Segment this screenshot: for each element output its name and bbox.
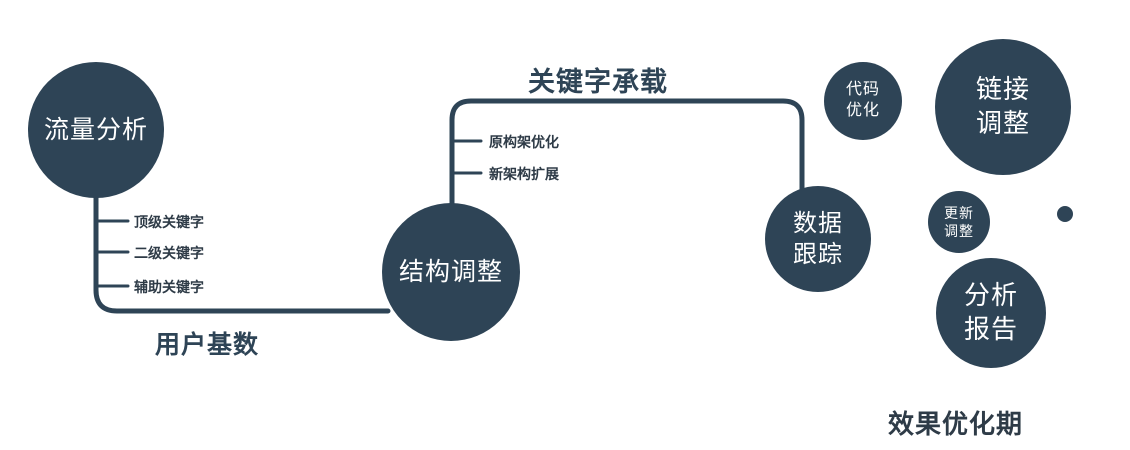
node-update-adjustment: 更新 调整 — [928, 191, 990, 253]
node-analysis-report: 分析 报告 — [936, 258, 1046, 368]
dot-marker — [1057, 206, 1073, 222]
edge-label-user-base: 用户基数 — [155, 331, 260, 359]
branch-label-auxiliary-keywords: 辅助关键字 — [134, 279, 204, 295]
node-code-optimization: 代码 优化 — [824, 62, 902, 140]
node-link-adjustment-label: 链接 调整 — [975, 74, 1030, 138]
edge-label-keyword-bearing: 关键字承载 — [528, 67, 668, 97]
tick-traffic-branches — [94, 219, 130, 288]
node-structure-adjustment: 结构调整 — [382, 203, 520, 341]
node-data-tracking: 数据 跟踪 — [765, 186, 871, 292]
node-update-adjustment-label: 更新 调整 — [944, 204, 974, 239]
caption-effect-optimization-period: 效果优化期 — [888, 409, 1024, 439]
node-analysis-report-label: 分析 报告 — [963, 280, 1018, 344]
node-link-adjustment: 链接 调整 — [935, 39, 1071, 175]
tick-structure-branches — [450, 139, 483, 175]
branch-label-secondary-keywords: 二级关键字 — [134, 245, 204, 261]
branch-label-top-keywords: 顶级关键字 — [134, 214, 204, 230]
node-data-tracking-label: 数据 跟踪 — [793, 209, 843, 268]
edge-structure-to-tracking — [449, 98, 805, 211]
branch-label-new-architecture-expansion: 新架构扩展 — [489, 166, 559, 182]
node-traffic-analysis: 流量分析 — [28, 62, 164, 198]
node-structure-adjustment-label: 结构调整 — [398, 257, 503, 286]
node-traffic-analysis-label: 流量分析 — [43, 115, 148, 144]
branch-label-original-architecture-optimization: 原构架优化 — [489, 134, 559, 150]
node-code-optimization-label: 代码 优化 — [845, 81, 880, 119]
